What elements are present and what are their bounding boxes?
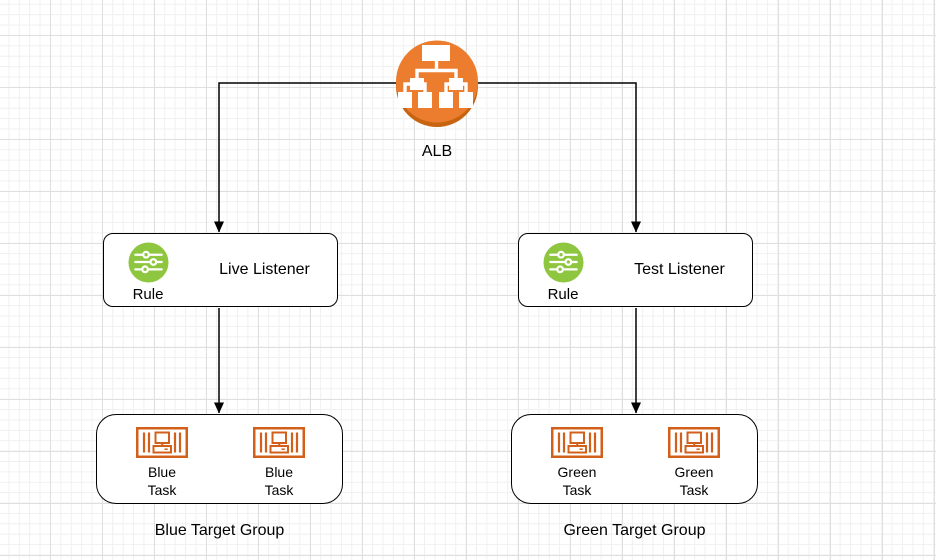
task-unit: Blue Task	[239, 427, 319, 499]
rule-sliders-icon	[542, 242, 584, 283]
task-label-line2: Task	[264, 481, 294, 498]
connector-alb-to-test-listener	[437, 82, 641, 233]
rule-label: Rule	[132, 286, 164, 303]
task-label: Green Task	[537, 464, 617, 499]
ecs-task-icon	[136, 427, 188, 458]
blue-target-group-caption: Blue Target Group	[154, 522, 285, 539]
load-balancer-icon	[396, 40, 478, 127]
task-unit: Green Task	[654, 427, 734, 499]
task-label-line2: Task	[147, 481, 177, 498]
test-listener-title: Test Listener	[634, 261, 725, 278]
task-label-line1: Green	[674, 464, 714, 480]
connector-alb-to-live-listener	[214, 82, 437, 233]
task-label-line2: Task	[679, 481, 709, 498]
alb-node[interactable]: ALB	[394, 38, 480, 160]
rule-label: Rule	[547, 286, 579, 303]
task-label: Blue Task	[239, 464, 319, 499]
task-label-line2: Task	[562, 481, 592, 498]
task-label-line1: Blue	[147, 464, 177, 480]
ecs-task-icon	[668, 427, 720, 458]
live-listener-title: Live Listener	[219, 261, 310, 278]
rule-badge: Rule	[116, 242, 180, 303]
task-label: Blue Task	[122, 464, 202, 499]
task-unit: Blue Task	[122, 427, 202, 499]
alb-label: ALB	[421, 143, 453, 160]
test-listener-node[interactable]: Rule Test Listener	[518, 233, 753, 307]
green-target-group-caption: Green Target Group	[563, 522, 706, 539]
task-label-line1: Green	[557, 464, 597, 480]
task-label-line1: Blue	[264, 464, 294, 480]
green-target-group-node[interactable]: Green Task Green Task	[511, 414, 758, 504]
live-listener-node[interactable]: Rule Live Listener	[103, 233, 338, 307]
rule-badge: Rule	[531, 242, 595, 303]
ecs-task-icon	[253, 427, 305, 458]
task-label: Green Task	[654, 464, 734, 499]
ecs-task-icon	[551, 427, 603, 458]
blue-target-group-node[interactable]: Blue Task Blue Task	[96, 414, 343, 504]
task-unit: Green Task	[537, 427, 617, 499]
rule-sliders-icon	[127, 242, 169, 283]
